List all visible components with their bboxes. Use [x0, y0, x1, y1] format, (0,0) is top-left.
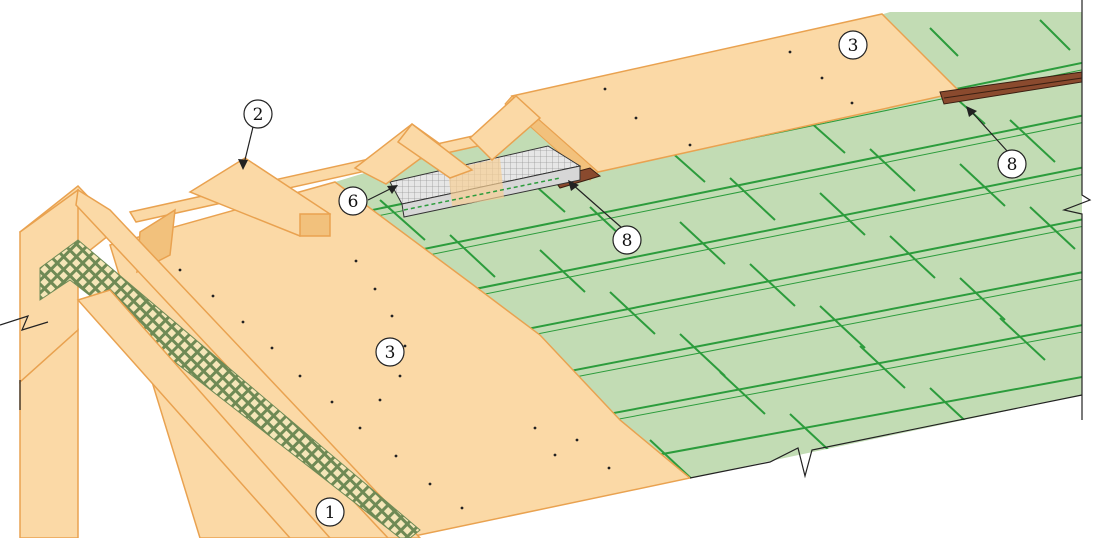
leader-8-right — [969, 109, 1009, 153]
deck-nails — [178, 259, 611, 510]
callout-8-right-label: 8 — [1007, 155, 1018, 175]
callout-2: 2 — [243, 99, 273, 129]
callout-8-left: 8 — [612, 225, 642, 255]
callout-3-deck-label: 3 — [385, 343, 396, 363]
callout-8-left-label: 8 — [622, 231, 633, 251]
callout-2-label: 2 — [253, 105, 264, 125]
break-lines — [0, 0, 1092, 479]
leader-arrows — [238, 106, 977, 194]
callout-6: 6 — [338, 186, 368, 216]
callout-8-right: 8 — [997, 149, 1027, 179]
leader-8-left — [571, 183, 623, 229]
callout-3-ridge-label: 3 — [848, 36, 859, 56]
callout-6-label: 6 — [348, 192, 359, 212]
callout-3-deck: 3 — [375, 337, 405, 367]
fascia-board — [19, 188, 422, 538]
callout-1: 1 — [315, 497, 345, 527]
vent-mesh-unit — [389, 145, 582, 218]
callout-3-ridge: 3 — [838, 30, 868, 60]
callout-1-label: 1 — [325, 503, 336, 523]
